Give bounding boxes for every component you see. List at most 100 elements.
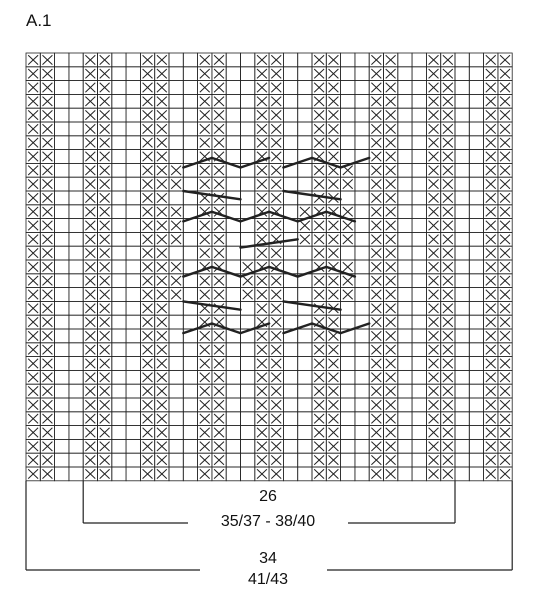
purl-x-stroke [313, 413, 325, 424]
purl-x-stroke [213, 399, 225, 410]
grid-cell [168, 411, 184, 426]
grid-cell [397, 259, 413, 275]
purl-x-stroke [270, 386, 282, 397]
grid-cell [354, 135, 370, 151]
purl-x-stroke [142, 82, 153, 93]
purl-x-stroke [499, 234, 511, 245]
purl-x-stroke [485, 468, 497, 479]
grid-cell [111, 66, 127, 82]
grid-cell [111, 259, 127, 275]
grid-cell [454, 135, 470, 151]
purl-x-stroke [85, 455, 96, 466]
grid-cell [297, 107, 313, 123]
grid-cell [240, 314, 256, 330]
purl-x-stroke [428, 386, 439, 397]
purl-x-stroke [428, 441, 439, 452]
grid-cell [468, 149, 484, 164]
grid-cell [282, 369, 299, 385]
purl-x-stroke [199, 234, 211, 245]
purl-x-stroke [142, 54, 153, 65]
grid-cell [282, 383, 299, 399]
purl-x-stroke [499, 68, 511, 79]
grid-cell [454, 94, 470, 109]
grid-cell [354, 300, 370, 316]
purl-x-stroke [328, 137, 339, 148]
grid-cell [168, 107, 184, 123]
purl-x-stroke [385, 192, 396, 203]
purl-x-stroke [485, 82, 497, 93]
grid-cell [54, 94, 70, 109]
grid-cell [282, 149, 299, 164]
grid-cell [168, 328, 184, 344]
purl-x-stroke [99, 261, 110, 272]
grid-cell [240, 411, 256, 426]
purl-x-stroke [385, 137, 396, 148]
purl-x-stroke [199, 399, 211, 410]
purl-x-stroke [499, 413, 511, 424]
purl-x-stroke [313, 344, 325, 355]
purl-x-stroke [142, 289, 153, 300]
purl-x-stroke [328, 413, 339, 424]
grid-cell [225, 52, 241, 68]
grid-cell [125, 245, 141, 261]
grid-cell [111, 176, 127, 192]
grid-cell [168, 149, 184, 164]
purl-x-stroke [156, 248, 168, 259]
grid-cell [54, 245, 70, 261]
purl-x-stroke [499, 468, 511, 479]
purl-x-stroke [42, 248, 53, 259]
purl-x-stroke [27, 82, 39, 93]
grid-cell [397, 162, 413, 178]
purl-x-stroke [142, 110, 153, 121]
purl-x-stroke [213, 220, 225, 231]
purl-x-stroke [170, 289, 182, 300]
grid-cell [182, 66, 199, 82]
grid-cell [54, 328, 70, 344]
purl-x-stroke [213, 68, 225, 79]
purl-x-stroke [170, 206, 182, 217]
grid-cell [68, 121, 84, 137]
purl-x-stroke [371, 54, 382, 65]
purl-x-stroke [442, 441, 454, 452]
purl-x-stroke [170, 179, 182, 190]
grid-cell [240, 121, 256, 137]
purl-x-stroke [442, 123, 454, 134]
purl-x-stroke [99, 303, 110, 314]
grid-cell [340, 121, 356, 137]
purl-x-stroke [328, 234, 339, 245]
purl-x-stroke [85, 123, 96, 134]
purl-x-stroke [27, 68, 39, 79]
purl-x-stroke [442, 54, 454, 65]
grid-cell [125, 162, 141, 178]
purl-x-stroke [485, 68, 497, 79]
grid-cell [225, 452, 241, 468]
grid-cell [54, 300, 70, 316]
grid-cell [397, 342, 413, 357]
grid-cell [111, 218, 127, 233]
purl-x-stroke [442, 358, 454, 369]
purl-x-stroke [142, 275, 153, 286]
purl-x-stroke [256, 110, 268, 121]
purl-x-stroke [270, 372, 282, 383]
grid-cell [340, 356, 356, 371]
grid-cell [68, 94, 84, 109]
grid-cell [411, 259, 427, 275]
grid-cell [240, 231, 256, 247]
purl-x-stroke [313, 399, 325, 410]
grid-cell [182, 369, 199, 385]
purl-x-stroke [242, 289, 253, 300]
grid-cell [125, 342, 141, 357]
grid-cell [454, 287, 470, 302]
purl-x-stroke [42, 206, 53, 217]
grid-cell [397, 94, 413, 109]
grid-cell [125, 356, 141, 371]
grid-cell [354, 369, 370, 385]
purl-x-stroke [27, 427, 39, 438]
purl-x-stroke [213, 330, 225, 341]
purl-x-stroke [371, 179, 382, 190]
purl-x-stroke [442, 110, 454, 121]
grid-cell [397, 218, 413, 233]
grid-cell [411, 273, 427, 288]
purl-x-stroke [442, 179, 454, 190]
purl-x-stroke [428, 289, 439, 300]
